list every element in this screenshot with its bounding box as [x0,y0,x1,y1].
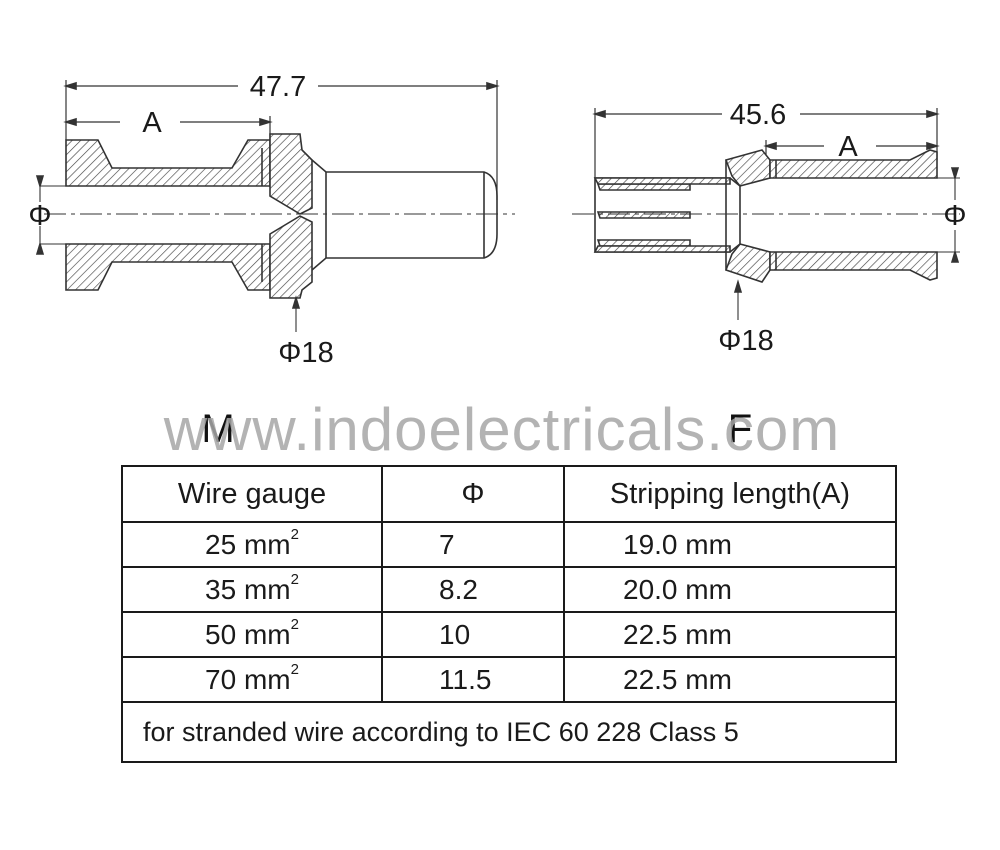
male-label: M [201,407,234,451]
gauge-value: 70 mm [205,663,291,695]
gauge-cell: 70 mm2 [121,656,383,703]
gauge-value: 50 mm [205,618,291,650]
male-length-dimension: 47.7 [250,71,306,103]
strip-cell: 20.0 mm [563,566,897,613]
gauge-exponent: 2 [290,660,299,678]
table-header-row: Wire gauge Φ Stripping length(A) [121,465,897,523]
header-phi: Φ [381,465,565,523]
header-stripping-length: Stripping length(A) [563,465,897,523]
female-length-dimension: 45.6 [730,99,786,131]
gauge-value: 25 mm [205,528,291,560]
male-connector [35,80,515,332]
table-row: 25 mm2 7 19.0 mm [121,521,897,568]
phi-cell: 11.5 [381,656,565,703]
gauge-value: 35 mm [205,573,291,605]
gauge-cell: 35 mm2 [121,566,383,613]
female-flange-diameter: Φ18 [718,325,773,357]
phi-cell: 7 [381,521,565,568]
table-row: 70 mm2 11.5 22.5 mm [121,656,897,703]
header-wire-gauge: Wire gauge [121,465,383,523]
table-row: 35 mm2 8.2 20.0 mm [121,566,897,613]
male-strip-label: A [142,107,162,139]
female-bore-symbol: Φ [943,200,966,232]
strip-cell: 22.5 mm [563,611,897,658]
table-footnote-row: for stranded wire according to IEC 60 22… [121,701,897,763]
gauge-exponent: 2 [290,525,299,543]
female-connector [572,108,960,320]
phi-cell: 8.2 [381,566,565,613]
female-label: F [728,407,752,451]
strip-cell: 22.5 mm [563,656,897,703]
gauge-exponent: 2 [290,570,299,588]
male-flange-diameter: Φ18 [278,337,333,369]
gauge-cell: 25 mm2 [121,521,383,568]
gauge-exponent: 2 [290,615,299,633]
table-row: 50 mm2 10 22.5 mm [121,611,897,658]
gauge-cell: 50 mm2 [121,611,383,658]
female-strip-label: A [838,131,858,163]
strip-cell: 19.0 mm [563,521,897,568]
male-bore-symbol: Φ [28,200,51,232]
table-footnote: for stranded wire according to IEC 60 22… [121,701,897,763]
watermark: www.indoelectricals.com [163,396,841,463]
phi-cell: 10 [381,611,565,658]
wire-spec-table: Wire gauge Φ Stripping length(A) 25 mm2 … [121,465,897,763]
